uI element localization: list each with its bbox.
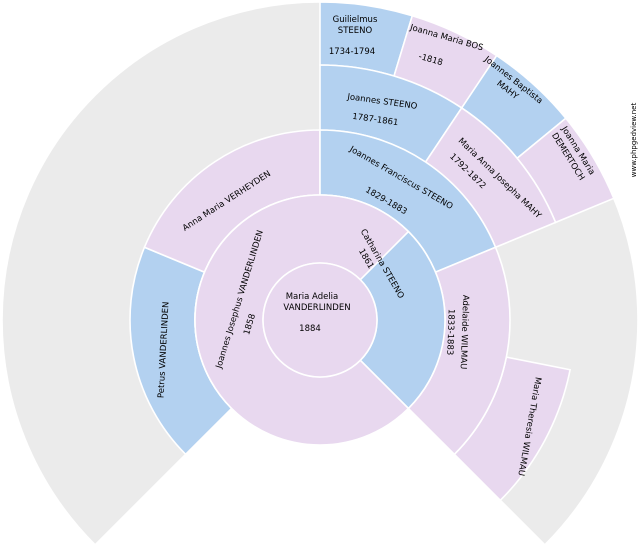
p11-name-line-2: STEENO [338, 26, 373, 36]
root-dates: 1884 [299, 324, 321, 334]
p11-name-line-1: Guilielmus [333, 15, 378, 25]
p7-dates: 1833-1883 [444, 309, 456, 356]
root-name-line-1: Maria Adelia [286, 292, 339, 302]
root-name-line-2: VANDERLINDEN [283, 303, 350, 313]
p11-dates: 1734-1794 [329, 47, 375, 57]
site-watermark: www.phpgedview.net [630, 103, 638, 178]
person-segment-maria-adelia-vanderlinden[interactable] [262, 262, 378, 378]
p7-name: Adelaide WILMAU [458, 295, 471, 370]
